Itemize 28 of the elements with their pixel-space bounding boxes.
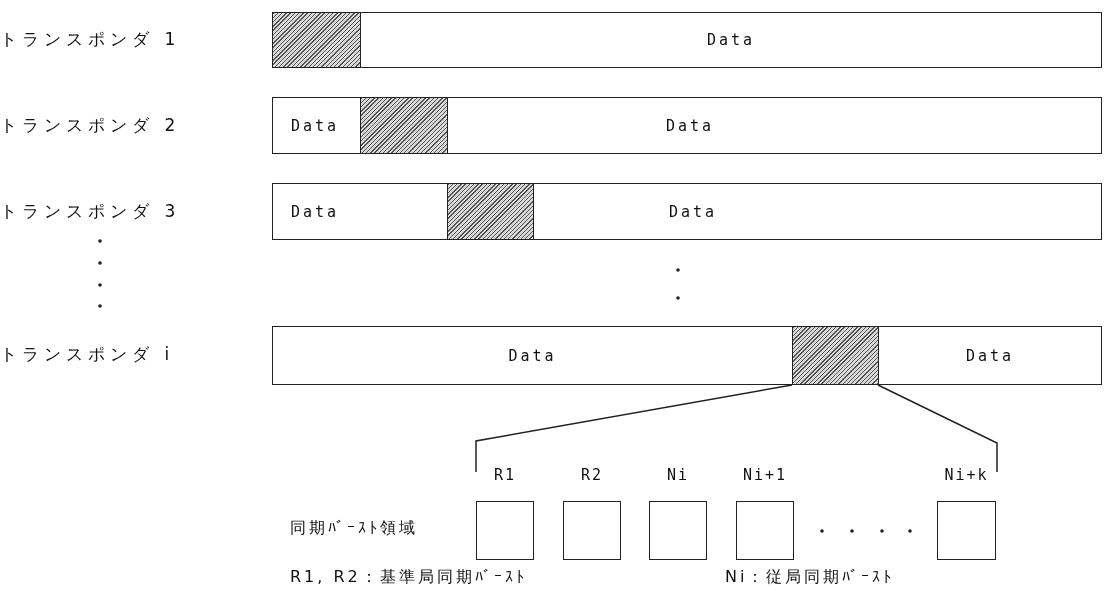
slot-label: Ni+k	[944, 466, 989, 484]
data-segment: Data	[878, 326, 1102, 385]
burst-slot	[563, 501, 621, 560]
slot-label: Ni+1	[742, 466, 788, 484]
legend-note: Ni：従局同期ﾊﾞｰｽﾄ	[725, 567, 895, 588]
sync-burst-segment	[792, 326, 879, 385]
burst-slot	[476, 501, 534, 560]
data-segment: Data	[272, 97, 361, 154]
sync-burst-segment	[360, 97, 448, 154]
data-segment: Data	[272, 183, 448, 240]
sync-burst-segment	[447, 183, 534, 240]
row-label: トランスポンダ i	[0, 343, 175, 366]
slot-label: R1	[493, 466, 517, 484]
data-segment: Data	[533, 183, 1102, 240]
slot-label: R2	[580, 466, 604, 484]
data-segment: Data	[272, 326, 793, 385]
row-label: トランスポンダ 3	[0, 200, 181, 223]
row-label: トランスポンダ 2	[0, 114, 181, 137]
legend-note: R1, R2：基準局同期ﾊﾞｰｽﾄ	[290, 567, 527, 588]
data-segment: Data	[360, 12, 1102, 68]
burst-slot	[649, 501, 707, 560]
burst-slot	[937, 501, 996, 560]
area-label: 同期ﾊﾞｰｽﾄ領域	[290, 518, 418, 539]
row-label: トランスポンダ 1	[0, 28, 181, 51]
data-segment: Data	[447, 97, 1102, 154]
slot-label: Ni	[666, 466, 690, 484]
burst-slot	[736, 501, 794, 560]
sync-burst-segment	[272, 12, 361, 68]
